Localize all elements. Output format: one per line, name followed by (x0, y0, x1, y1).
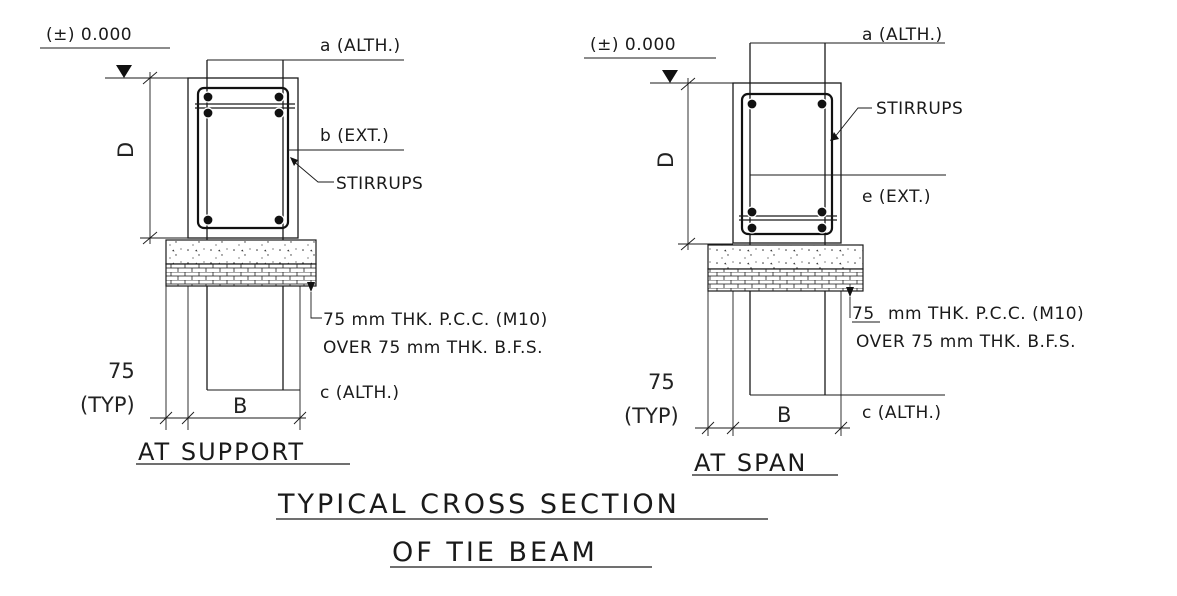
bfs-layer (165, 263, 317, 287)
rebar (746, 222, 758, 234)
bar-b-label: b (EXT.) (320, 126, 389, 146)
stirrups-leader (291, 159, 334, 183)
pcc-layer (707, 244, 864, 270)
rebar (273, 214, 285, 226)
offset-note: (TYP) (80, 393, 135, 417)
level-label: (±) 0.000 (590, 35, 676, 55)
rebar (273, 107, 285, 119)
arrow-icon (846, 287, 854, 297)
rebar (202, 107, 214, 119)
stirrup (740, 92, 834, 236)
stirrup (196, 86, 290, 230)
pcc-leader (310, 292, 322, 319)
pcc-note-line1: mm THK. P.C.C. (M10) (888, 304, 1084, 324)
rebar (746, 98, 758, 110)
dim-tick (834, 421, 848, 435)
dim-tick (726, 421, 740, 435)
arrow-icon (307, 282, 315, 292)
stirrups-label: STIRRUPS (876, 99, 963, 119)
rebar (273, 91, 285, 103)
arrow-icon (830, 132, 839, 141)
rebar (816, 222, 828, 234)
dim-tick (159, 411, 173, 425)
level-triangle-icon (116, 65, 132, 78)
rebar (202, 91, 214, 103)
offset-value: 75 (648, 370, 675, 394)
stirrups-leader (833, 107, 872, 139)
bar-e-label: e (EXT.) (862, 187, 931, 207)
stirrups-label: STIRRUPS (336, 174, 423, 194)
offset-note: (TYP) (624, 404, 679, 428)
section-at-support: (±) 0.000 a (ALTH.) b (EXT.) STIRRUPS D (40, 25, 548, 466)
bfs-layer (707, 268, 864, 292)
dim-tick (680, 77, 696, 91)
caption-at-span: AT SPAN (694, 449, 807, 477)
drawing-title: TYPICAL CROSS SECTION OF TIE BEAM (276, 489, 768, 568)
beam-outline (732, 82, 842, 244)
dim-tick (142, 71, 158, 85)
section-at-span: (±) 0.000 a (ALTH.) STIRRUPS e (EXT.) D (584, 25, 1084, 477)
beam-outline (187, 77, 299, 239)
rebar (816, 98, 828, 110)
pcc-note-line2: OVER 75 mm THK. B.F.S. (323, 338, 543, 358)
title-line2: OF TIE BEAM (392, 537, 598, 568)
pcc-layer (165, 239, 317, 265)
level-triangle-icon (662, 70, 678, 83)
caption-at-support: AT SUPPORT (138, 438, 305, 466)
dim-tick (701, 421, 715, 435)
title-line1: TYPICAL CROSS SECTION (277, 489, 680, 520)
dim-tick (181, 411, 195, 425)
rebar (746, 206, 758, 218)
level-label: (±) 0.000 (46, 25, 132, 45)
depth-label: D (114, 142, 138, 158)
depth-label: D (654, 152, 678, 168)
bar-a-label: a (ALTH.) (320, 36, 401, 56)
bar-a-label: a (ALTH.) (862, 25, 943, 45)
bar-c-label: c (ALTH.) (320, 383, 400, 403)
dim-tick (293, 411, 307, 425)
rebar (202, 214, 214, 226)
pcc-note-value: 75 (852, 304, 875, 324)
offset-value: 75 (108, 359, 135, 383)
width-label: B (777, 403, 791, 427)
pcc-note-line1: 75 mm THK. P.C.C. (M10) (323, 310, 548, 330)
pcc-note-line2: OVER 75 mm THK. B.F.S. (856, 332, 1076, 352)
rebar (816, 206, 828, 218)
width-label: B (233, 394, 247, 418)
arrow-icon (290, 157, 298, 166)
bar-c-label: c (ALTH.) (862, 403, 942, 423)
